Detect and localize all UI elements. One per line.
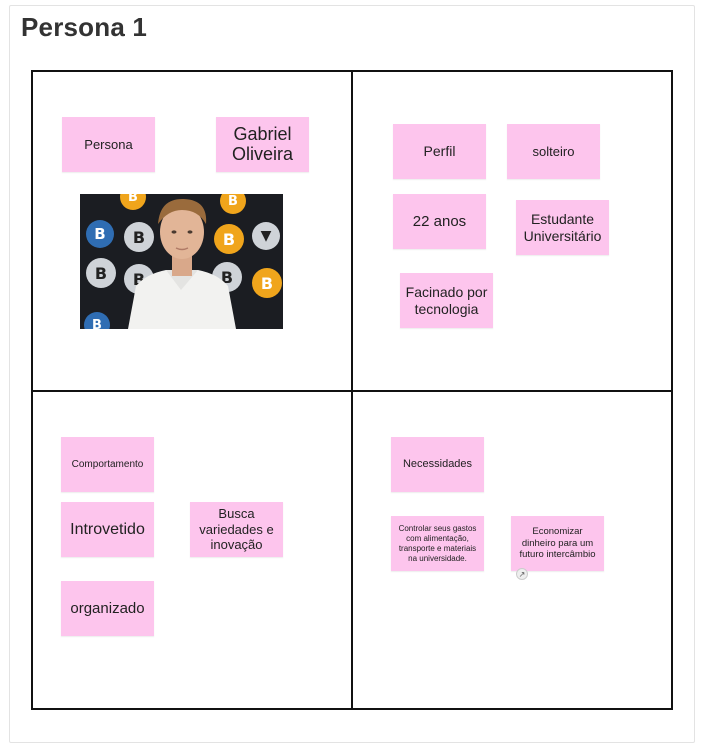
sticky-note-necessidades-header[interactable]: Necessidades [391,437,484,492]
coin-icon: B [214,224,244,254]
sticky-note-text: Necessidades [402,457,473,470]
sticky-note-text: solteiro [532,143,575,159]
sticky-note-text: Busca variedades e inovação [199,506,274,553]
sticky-note-text: Economizar dinheiro para um futuro inter… [519,525,596,561]
sticky-note-persona-header[interactable]: Persona [62,117,155,172]
coin-icon: B [252,268,282,298]
sticky-note-solteiro[interactable]: solteiro [507,124,600,179]
sticky-note-estudante[interactable]: Estudante Universitário [516,200,609,255]
sticky-note-persona-name[interactable]: Gabriel Oliveira [216,117,309,172]
sticky-note-text: Controlar seus gastos com alimentação, t… [398,523,477,563]
sticky-note-tecnologia[interactable]: Facinado por tecnologia [400,273,493,328]
sticky-note-text: Introvetido [70,520,145,538]
sticky-note-organizado[interactable]: organizado [61,581,154,636]
sticky-note-text: Gabriel Oliveira [231,123,293,164]
coin-icon: ▼ [252,222,280,250]
sticky-note-economizar[interactable]: Economizar dinheiro para um futuro inter… [511,516,604,571]
sticky-note-controlar-gastos[interactable]: Controlar seus gastos com alimentação, t… [391,516,484,571]
sticky-note-text: organizado [70,599,145,617]
coin-icon: B [120,194,146,210]
sticky-note-text: Persona [84,136,133,152]
board-horizontal-divider [31,390,673,392]
sticky-note-text: Facinado por tecnologia [405,283,488,317]
coin-icon: B [86,220,114,248]
sticky-note-idade[interactable]: 22 anos [393,194,486,249]
portrait-photo[interactable]: B B B B B B ▼ B B B B [80,194,283,329]
coin-icon: B [220,194,246,214]
page-title: Persona 1 [21,12,148,42]
sticky-note-introvertido[interactable]: Introvetido [61,502,154,557]
sticky-note-busca-variedades[interactable]: Busca variedades e inovação [190,502,283,557]
coin-icon: B [86,258,116,288]
sticky-note-text: Perfil [423,143,456,160]
coin-icon: B [84,312,110,329]
sticky-note-text: 22 anos [412,212,467,230]
sticky-note-text: Comportamento [71,458,144,470]
sticky-note-perfil-header[interactable]: Perfil [393,124,486,179]
sticky-note-text: Estudante Universitário [523,210,602,244]
sticky-note-comportamento-header[interactable]: Comportamento [61,437,154,492]
link-icon[interactable]: ↗ [516,568,528,580]
coin-icon: B [124,222,154,252]
person-figure [128,198,236,329]
